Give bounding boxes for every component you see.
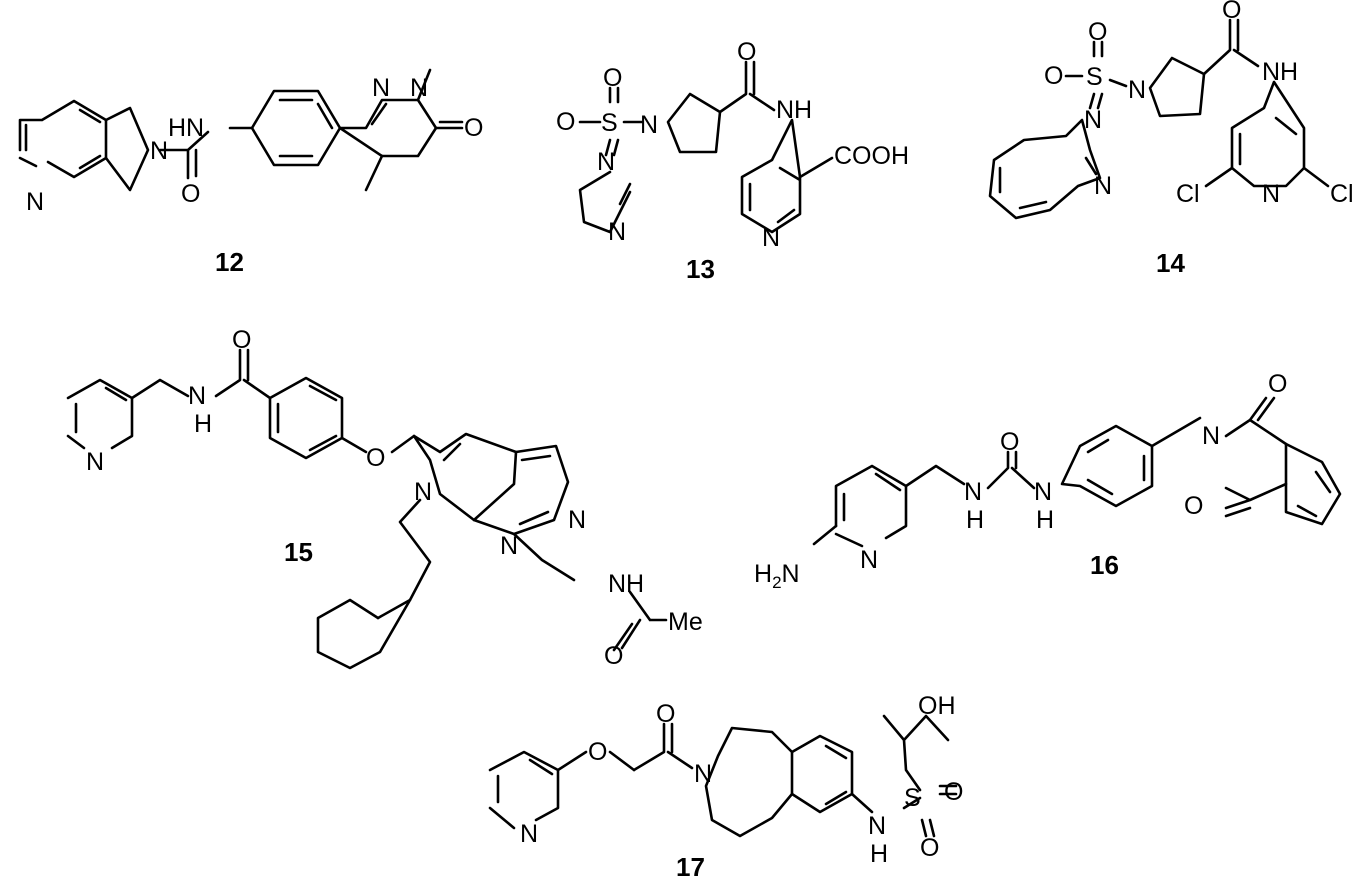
atom-h2n: H2N (754, 560, 800, 592)
compound-13: O O S N N N O NH COOH N 13 (556, 38, 909, 284)
compound-15: O N H N O N N N NH Me O 15 (66, 326, 703, 670)
atom-hn: HN (168, 114, 204, 142)
atom-n: N (1202, 422, 1220, 450)
atom-h: H (966, 506, 984, 534)
atom-n: N (1034, 478, 1052, 506)
atom-cooh: COOH (834, 142, 909, 170)
atom-n: N (597, 148, 615, 176)
atom-o: O (656, 700, 675, 728)
atom-o: O (920, 834, 939, 862)
atom-h: H (870, 840, 888, 868)
atom-nh: NH (1262, 58, 1298, 86)
atom-s: S (601, 109, 618, 137)
atom-me: Me (668, 608, 703, 636)
atom-n: N (1094, 172, 1112, 200)
atom-o: O (1268, 370, 1287, 398)
atom-n: N (608, 218, 626, 246)
atom-o: O (1000, 428, 1019, 456)
atom-n: N (520, 820, 538, 848)
atom-o: O (181, 180, 200, 208)
compound-label: 13 (686, 254, 715, 284)
atom-nh: NH (608, 570, 644, 598)
atom-n: N (860, 546, 878, 574)
compound-label: 17 (676, 852, 705, 882)
atom-n: N (1084, 106, 1102, 134)
compound-label: 15 (284, 537, 313, 567)
compound-label: 16 (1090, 550, 1119, 580)
atom-o: O (464, 114, 483, 142)
atom-n: N (414, 478, 432, 506)
atom-o: O (603, 64, 622, 92)
atom-o: O (1088, 18, 1107, 46)
atom-n: N (868, 812, 886, 840)
atom-o: O (944, 778, 963, 806)
atom-n: N (694, 760, 712, 788)
compound-17: N O O N N H S O O OH 17 (488, 692, 963, 882)
atom-n: N (1128, 76, 1146, 104)
atom-cl: Cl (1176, 180, 1200, 208)
atom-n: N (188, 382, 206, 410)
atom-o: O (1044, 62, 1063, 90)
atom-o: O (604, 642, 623, 670)
compound-14: O O S N N N O NH Cl N Cl 14 (988, 0, 1354, 278)
atom-n: N (762, 224, 780, 252)
compound-label: 12 (215, 247, 244, 277)
atom-o: O (1222, 0, 1241, 24)
atom-o: O (588, 738, 607, 766)
atom-n: N (640, 111, 658, 139)
atom-n: N (410, 74, 428, 102)
compound-label: 14 (1156, 248, 1185, 278)
atom-n: N (500, 532, 518, 560)
atom-o: O (737, 38, 756, 66)
atom-n: N (964, 478, 982, 506)
atom-n: N (26, 188, 44, 216)
atom-h: H (1036, 506, 1054, 534)
atom-n: N (1262, 180, 1280, 208)
atom-s: S (904, 784, 921, 812)
atom-o: O (232, 326, 251, 354)
atom-h: H (194, 410, 212, 438)
compound-12: N N O N HN O N 12 (18, 68, 483, 277)
atom-o: O (556, 108, 575, 136)
atom-n: N (372, 74, 390, 102)
atom-nh: NH (776, 96, 812, 124)
atom-n: N (150, 137, 168, 165)
atom-o: O (366, 444, 385, 472)
atom-n: N (568, 506, 586, 534)
atom-cl: Cl (1330, 180, 1354, 208)
atom-n: N (86, 448, 104, 476)
compound-16: H2N N N H O N H N O O 16 (754, 370, 1342, 592)
atom-o: O (1184, 492, 1203, 520)
atom-s: S (1086, 63, 1103, 91)
atom-oh: OH (918, 692, 956, 720)
